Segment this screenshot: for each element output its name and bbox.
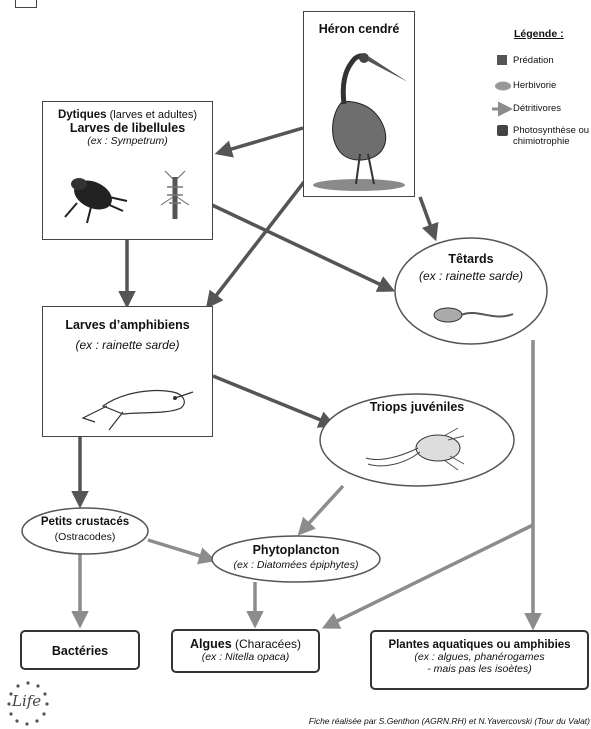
larves-amphibiens-illustration <box>81 389 194 431</box>
bacteries-title: Bactéries <box>51 644 109 658</box>
larves-amphibiens-title: Larves d’amphibiens <box>65 318 190 332</box>
legend-photosynthese-label: Photosynthèse ou chimiotrophie <box>513 125 590 147</box>
node-phytoplancton <box>211 535 381 583</box>
algues-title: Algues <box>189 637 232 651</box>
arrow-larves-to-triops <box>212 374 337 428</box>
legend-herbivorie-label: Herbivorie <box>513 80 557 91</box>
phytoplancton-title: Phytoplancton <box>252 543 340 557</box>
node-plantes: Plantes aquatiques ou amphibies (ex : al… <box>370 630 589 690</box>
heron-title: Héron cendré <box>318 22 400 36</box>
node-heron: Héron cendré <box>303 11 415 197</box>
algues-title-rest: (Characées) <box>231 637 302 651</box>
node-tetards <box>394 237 548 345</box>
life-logo <box>7 681 49 726</box>
larves-amphibiens-example: (ex : rainette sarde) <box>75 338 180 352</box>
legend: Légende : Prédation Herbivorie Détritivo… <box>492 28 591 158</box>
node-algues: Algues (Characées) (ex : Nitella opaca) <box>171 629 320 673</box>
tetards-example: (ex : rainette sarde) <box>418 269 524 283</box>
node-triops <box>319 393 515 487</box>
arrow-triops-to-phytoplancton <box>297 484 345 536</box>
arrow-tetards-to-algues <box>321 523 534 629</box>
legend-title: Légende : <box>514 28 564 40</box>
node-larves-amphibiens: Larves d’amphibiens (ex : rainette sarde… <box>42 306 213 437</box>
arrow-dytiques-to-tetards <box>211 203 396 292</box>
petits-crustaces-title: Petits crustacés <box>40 516 130 528</box>
node-bacteries: Bactéries <box>20 630 140 670</box>
node-dytiques: Dytiques (larves et adultes) Larves de l… <box>42 101 213 240</box>
top-left-box <box>15 0 37 8</box>
arrow-heron-to-tetards <box>418 196 439 242</box>
legend-predation-symbol <box>497 55 507 65</box>
node-petits-crustaces <box>21 507 149 555</box>
plantes-title: Plantes aquatiques ou amphibies <box>388 639 571 651</box>
dytiques-title-rest: (larves et adultes) <box>106 109 198 121</box>
petits-crustaces-example: (Ostracodes) <box>54 531 116 543</box>
arrow-heron-to-larves <box>205 180 306 309</box>
legend-detritivores-label: Détritivores <box>513 103 562 114</box>
dytiques-example: (ex : Sympetrum) <box>87 135 168 147</box>
triops-title: Triops juvéniles <box>369 400 465 414</box>
tetards-title: Têtards <box>448 252 494 266</box>
plantes-example-line2: - mais pas les isoètes) <box>427 663 532 675</box>
arrow-heron-to-dytiques <box>214 126 304 158</box>
life-logo-text: Life <box>12 692 42 710</box>
algues-example: (ex : Nitella opaca) <box>201 651 290 663</box>
plantes-example-line1: (ex : algues, phanérogames <box>414 651 545 663</box>
legend-photosynthese-symbol <box>497 125 508 136</box>
dytiques-line2: Larves de libellules <box>69 121 186 135</box>
heron-illustration <box>313 53 408 191</box>
footer-credit: Fiche réalisée par S.Genthon (AGRN.RH) e… <box>308 716 590 726</box>
legend-predation-label: Prédation <box>513 55 554 66</box>
dytiques-title: Dytiques <box>57 109 107 121</box>
arrow-crustaces-to-phytoplancton <box>147 538 217 565</box>
dytiques-illustration <box>64 170 190 224</box>
legend-herbivorie-symbol <box>495 81 511 91</box>
phytoplancton-example: (ex : Diatomées épiphytes) <box>233 559 359 571</box>
